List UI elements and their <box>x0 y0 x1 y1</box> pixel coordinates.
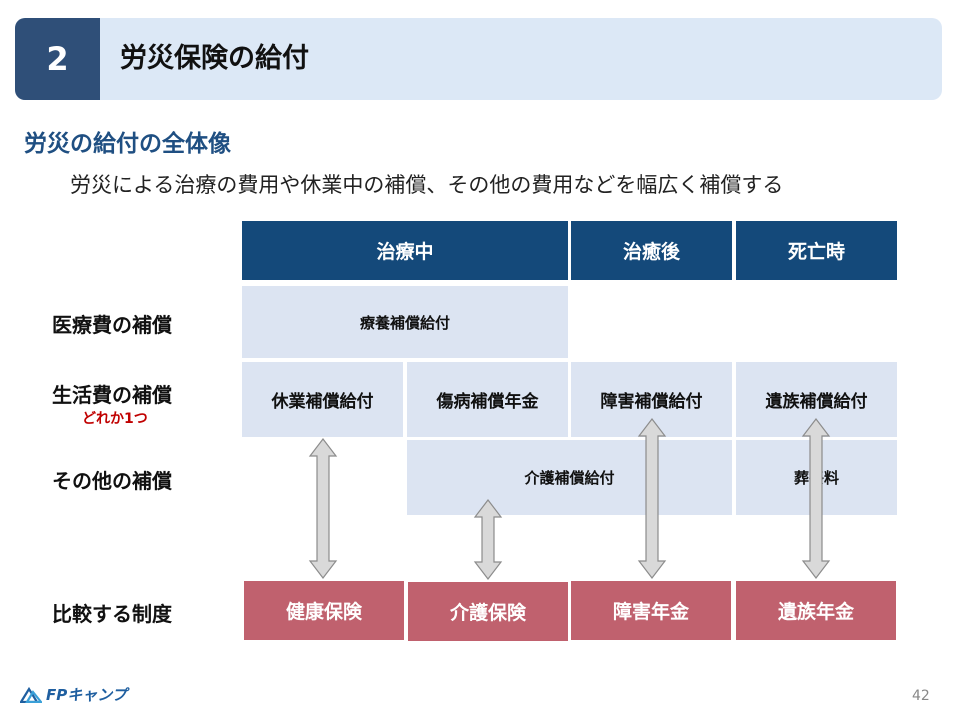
row-note-one-of: どれか1つ <box>82 411 148 427</box>
row-label-medical: 医療費の補償 <box>52 313 172 337</box>
system-survivor-pension: 遺族年金 <box>736 581 896 640</box>
column-header-treatment: 治療中 <box>242 221 568 280</box>
row-label-other: その他の補償 <box>52 469 172 493</box>
tent-icon <box>20 686 42 703</box>
column-header-death: 死亡時 <box>736 221 897 280</box>
arrow-nursing-care <box>473 499 503 580</box>
benefit-nursing: 介護補償給付 <box>407 440 732 515</box>
section-title: 労災の給付の全体像 <box>24 131 231 157</box>
subtitle: 労災による治療の費用や休業中の補償、その他の費用などを幅広く補償する <box>70 173 784 197</box>
row-label-compare: 比較する制度 <box>52 602 172 626</box>
arrow-survivor-pension <box>801 418 831 579</box>
arrow-disability-pension <box>637 418 667 579</box>
benefit-medical-care: 療養補償給付 <box>242 286 568 358</box>
column-header-after-cure: 治癒後 <box>571 221 732 280</box>
section-number-badge: 2 <box>15 18 100 100</box>
brand-logo: FPキャンプ <box>20 684 127 705</box>
page-title: 労災保険の給付 <box>120 43 309 74</box>
arrow-leave-health <box>308 438 338 579</box>
page-number: 42 <box>912 688 930 704</box>
benefit-injury-pension: 傷病補償年金 <box>407 362 568 437</box>
brand-logo-text: FPキャンプ <box>46 686 127 704</box>
row-label-living: 生活費の補償 <box>52 383 172 407</box>
system-health-insurance: 健康保険 <box>244 581 404 640</box>
system-disability-pension: 障害年金 <box>571 581 731 640</box>
header-bar <box>15 18 942 100</box>
benefit-leave: 休業補償給付 <box>242 362 403 437</box>
system-care-insurance: 介護保険 <box>408 582 568 641</box>
